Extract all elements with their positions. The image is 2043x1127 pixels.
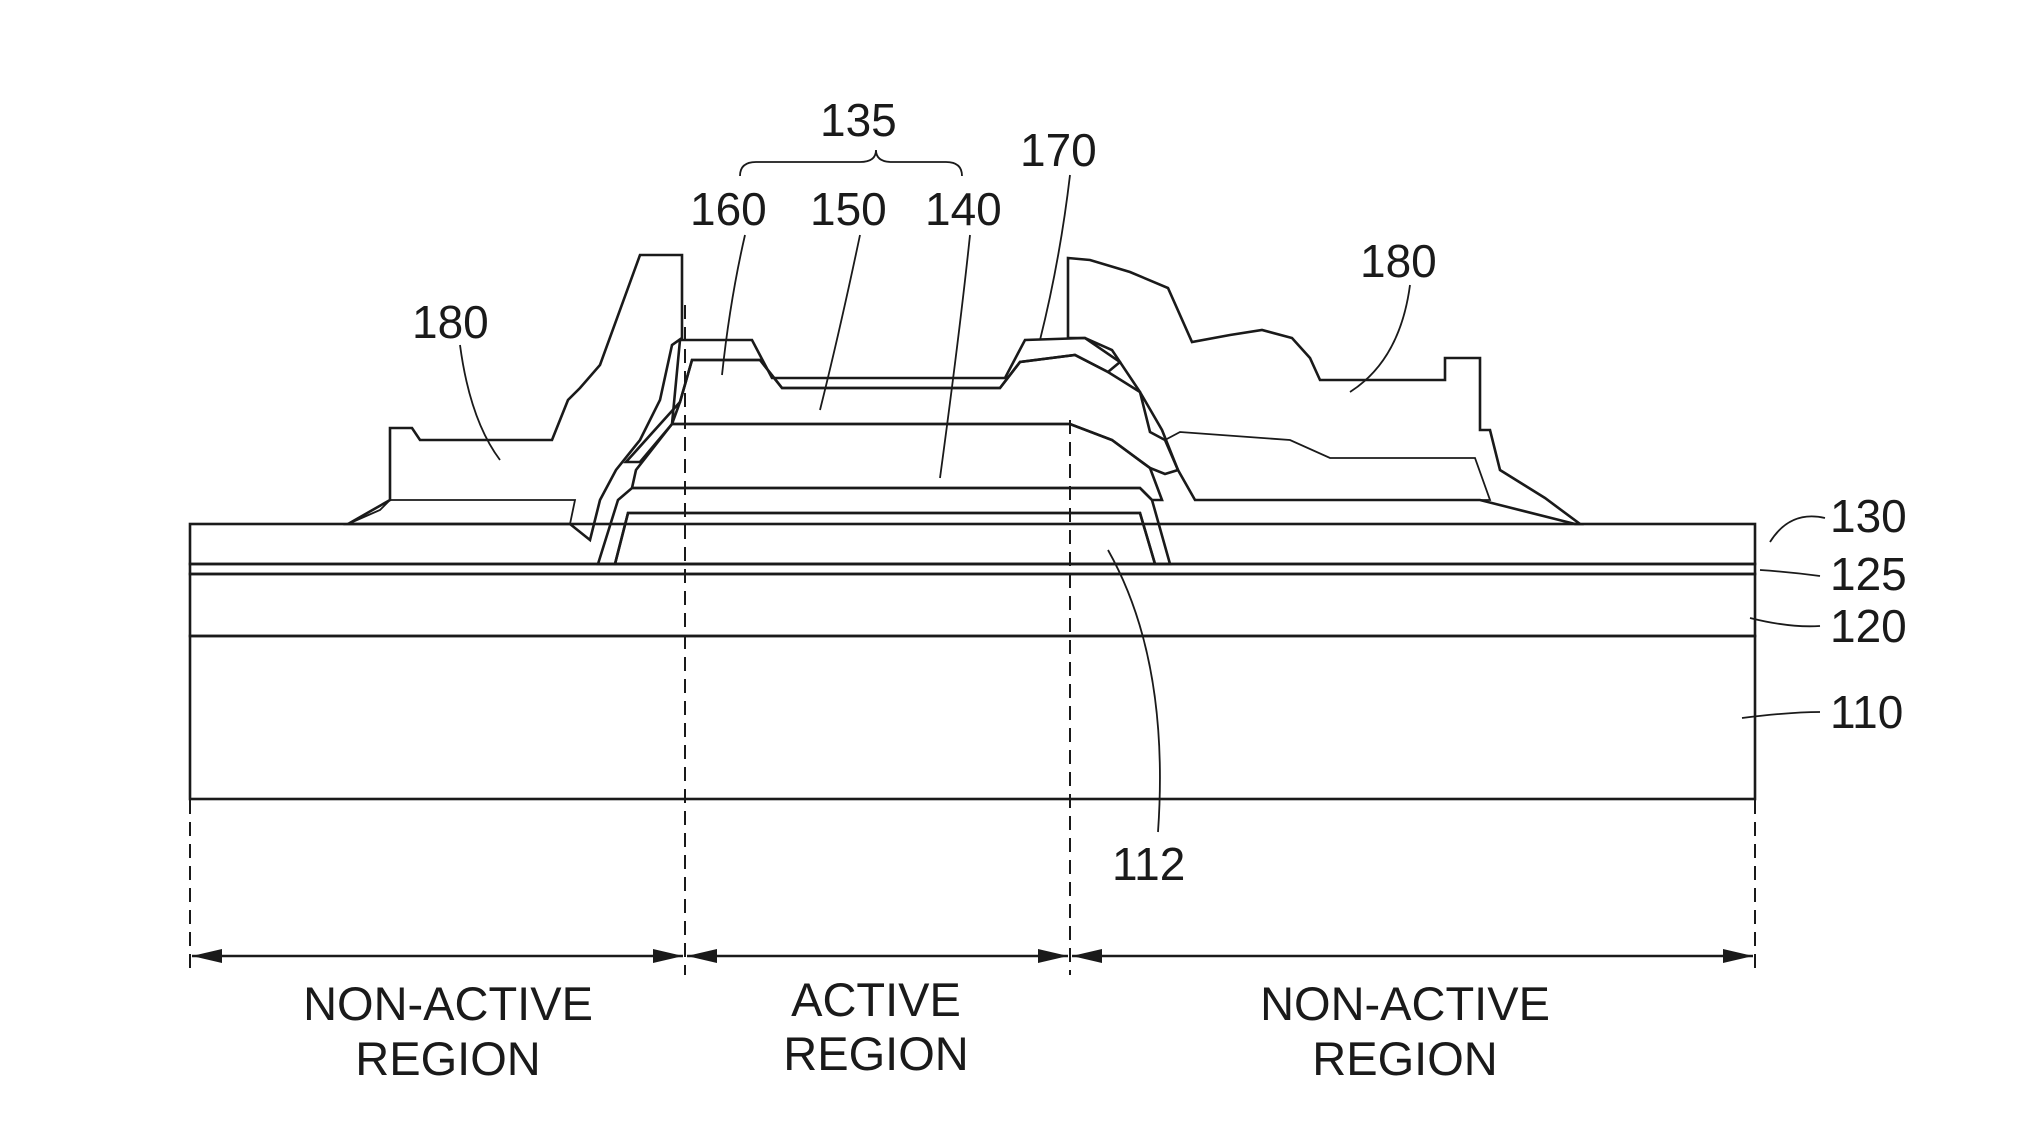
leader-130 (1770, 516, 1825, 542)
layer-180-right (1068, 258, 1580, 524)
layer-140 (598, 488, 1170, 564)
leader-180-right (1350, 285, 1410, 392)
leader-150 (820, 235, 860, 410)
layer-160-upper (672, 338, 1120, 424)
leader-170 (1040, 175, 1070, 340)
label-160: 160 (690, 183, 767, 235)
label-130: 130 (1830, 490, 1907, 542)
layer-120 (190, 574, 1755, 636)
layer-130 (190, 524, 1755, 564)
label-180-left: 180 (412, 296, 489, 348)
region-center-caption-line1: ACTIVE (791, 973, 961, 1026)
label-125: 125 (1830, 548, 1907, 600)
label-112: 112 (1112, 838, 1185, 890)
layer-180-right-inner (1165, 432, 1490, 500)
label-150: 150 (810, 183, 887, 235)
region-left-caption-line2: REGION (355, 1032, 540, 1085)
layer-160-170-electrode (626, 355, 1178, 474)
region-arrows (192, 949, 1753, 963)
leader-125 (1760, 570, 1820, 576)
label-180-right: 180 (1360, 235, 1437, 287)
region-right-caption-line2: REGION (1312, 1032, 1497, 1085)
label-170: 170 (1020, 124, 1097, 176)
leader-112 (1108, 550, 1160, 832)
leader-140 (940, 235, 970, 478)
leader-160 (722, 235, 745, 375)
label-140: 140 (925, 183, 1002, 235)
label-135: 135 (820, 94, 897, 146)
region-center-caption-line2: REGION (783, 1027, 968, 1080)
leader-180-left (460, 345, 500, 460)
label-120: 120 (1830, 600, 1907, 652)
layer-125 (190, 564, 1755, 574)
bracket-135 (740, 150, 962, 176)
region-right-caption-line1: NON-ACTIVE (1260, 977, 1550, 1030)
region-left-caption-line1: NON-ACTIVE (303, 977, 593, 1030)
leader-120 (1750, 618, 1820, 626)
layer-180-left (348, 255, 682, 540)
layer-110-substrate (190, 636, 1755, 799)
leader-110 (1742, 712, 1820, 718)
layer-150 (632, 424, 1162, 500)
region-112-dotted (615, 513, 1155, 564)
label-110: 110 (1830, 686, 1903, 738)
